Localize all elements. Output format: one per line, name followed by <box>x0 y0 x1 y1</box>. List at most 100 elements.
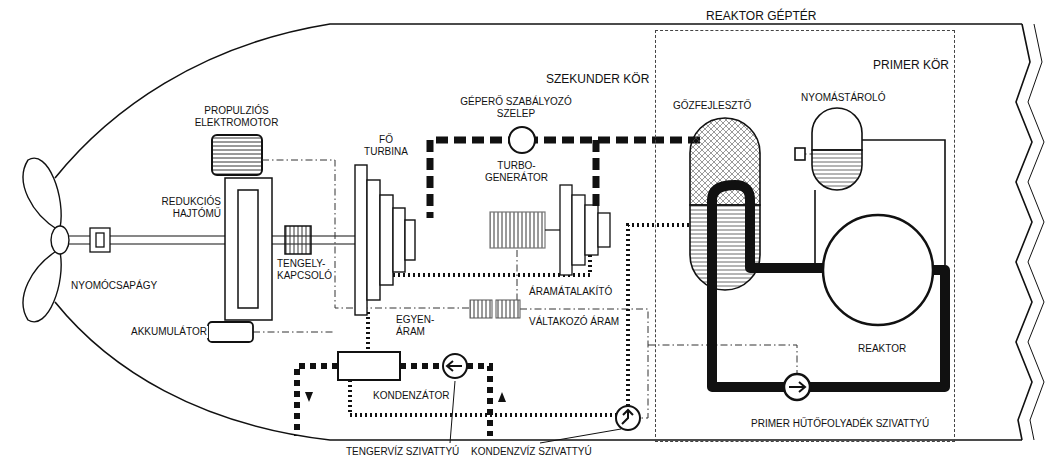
sea-water-line <box>297 366 338 436</box>
throttle-valve <box>509 127 535 153</box>
leader-line <box>450 381 621 443</box>
thrust-bearing <box>96 233 104 247</box>
generator-turbine <box>598 213 610 247</box>
electric-line <box>517 250 518 300</box>
propeller <box>23 158 69 322</box>
pressurizer <box>812 108 862 150</box>
main-steam-line <box>430 140 700 218</box>
reduction-gear <box>225 178 272 320</box>
accumulator <box>208 322 253 342</box>
part-label: PRIMER KÖR <box>872 58 950 72</box>
main-turbine <box>355 165 415 315</box>
leader-line <box>450 381 455 443</box>
part-label: SZEKUNDER KÖR <box>545 72 650 86</box>
hull-outline <box>55 24 1022 178</box>
exhaust-steam-line <box>366 312 370 352</box>
condenser <box>338 352 400 380</box>
sea-water-pump <box>443 354 467 378</box>
part-label: PRIMER HŰTŐFOLYADÉK SZIVATTYÚ <box>750 418 930 430</box>
turbo-generator <box>490 212 545 248</box>
shaft-coupling <box>285 226 311 254</box>
propeller <box>23 250 61 322</box>
part-label: REDUKCIÓS HAJTÓMŰ <box>150 196 222 220</box>
main-turbine <box>355 165 367 315</box>
main-turbine <box>393 208 405 272</box>
propeller-shaft <box>68 236 355 244</box>
condensate-pump <box>616 406 640 430</box>
sea-water-pump <box>447 361 462 371</box>
propeller <box>23 158 61 230</box>
part-label: EGYEN- ÁRAM <box>395 314 445 338</box>
hull-outline <box>55 24 1044 440</box>
accumulator <box>208 322 253 342</box>
leader-line <box>540 429 621 443</box>
generator-turbine <box>560 185 572 275</box>
turbo-generator <box>545 229 560 230</box>
condensate-pump <box>616 406 640 430</box>
reduction-gear <box>225 178 272 320</box>
primary-pump <box>784 374 810 400</box>
pressurizer <box>812 150 862 190</box>
primary-pump <box>789 382 805 392</box>
sea-water-line <box>467 366 490 436</box>
shaft-coupling <box>285 226 311 254</box>
flow-arrow <box>305 392 506 402</box>
hull-outline <box>1028 24 1044 440</box>
part-label: GŐZFEJLESZTŐ <box>672 100 752 112</box>
region-heading: REAKTOR GÉPTÉR <box>704 9 818 23</box>
part-label: NYOMÁSTÁROLÓ <box>800 92 886 104</box>
primary-loop <box>712 185 945 387</box>
pressurizer <box>795 108 862 190</box>
primary-pump <box>784 374 810 400</box>
main-turbine <box>380 195 393 285</box>
thrust-bearing <box>90 228 110 252</box>
main-steam-line <box>430 140 700 218</box>
flow-arrow <box>498 392 506 402</box>
main-turbine <box>367 180 380 300</box>
sea-water-line <box>400 363 443 369</box>
part-label: TENGERVÍZ SZIVATTYÚ <box>345 446 460 458</box>
turbo-generator <box>490 212 560 248</box>
pressurizer-line <box>814 190 816 263</box>
part-label: TENGELY- KAPCSOLÓ <box>276 258 334 282</box>
primary-loop <box>712 185 945 387</box>
part-label: ÁRAMÁTALAKÍTÓ <box>528 286 613 298</box>
hull-outline <box>1016 24 1032 440</box>
generator-turbine <box>572 195 585 265</box>
part-label: KONDENZVÍZ SZIVATTYÚ <box>470 446 593 458</box>
generator-turbine <box>585 205 598 255</box>
part-label: AKKUMULÁTOR <box>130 326 208 338</box>
propeller-shaft <box>68 236 355 244</box>
propulsion-motor <box>212 135 262 175</box>
electric-line <box>648 345 797 374</box>
propeller <box>51 226 69 254</box>
generator-turbine <box>560 185 610 275</box>
part-label: VÁLTAKOZÓ ÁRAM <box>528 316 620 328</box>
reduction-gear <box>238 190 258 308</box>
condensate-pump <box>622 410 633 424</box>
part-label: NYOMÓCSAPÁGY <box>70 280 158 292</box>
condensate-line <box>628 225 690 406</box>
main-steam-line <box>593 140 600 207</box>
propulsion-motor <box>212 135 262 175</box>
flow-arrow <box>305 392 313 402</box>
part-label: KONDENZÁTOR <box>372 390 451 402</box>
reactor-vessel <box>823 215 933 325</box>
current-converter <box>470 300 492 318</box>
region-box: REAKTOR GÉPTÉR <box>655 30 955 442</box>
part-label: FŐ TURBINA <box>359 134 413 158</box>
throttle-valve <box>509 127 535 153</box>
current-converter <box>470 300 520 318</box>
electric-line <box>253 332 335 333</box>
pressurizer <box>795 148 805 160</box>
reactor-vessel <box>823 215 933 325</box>
part-label: PROPULZIÓS ELEKTROMOTOR <box>188 105 285 129</box>
main-turbine <box>405 220 415 260</box>
part-label: TURBO- GENERÁTOR <box>478 160 555 184</box>
sea-water-pump <box>443 354 467 378</box>
condenser <box>338 352 400 380</box>
condensate-line <box>350 380 616 415</box>
